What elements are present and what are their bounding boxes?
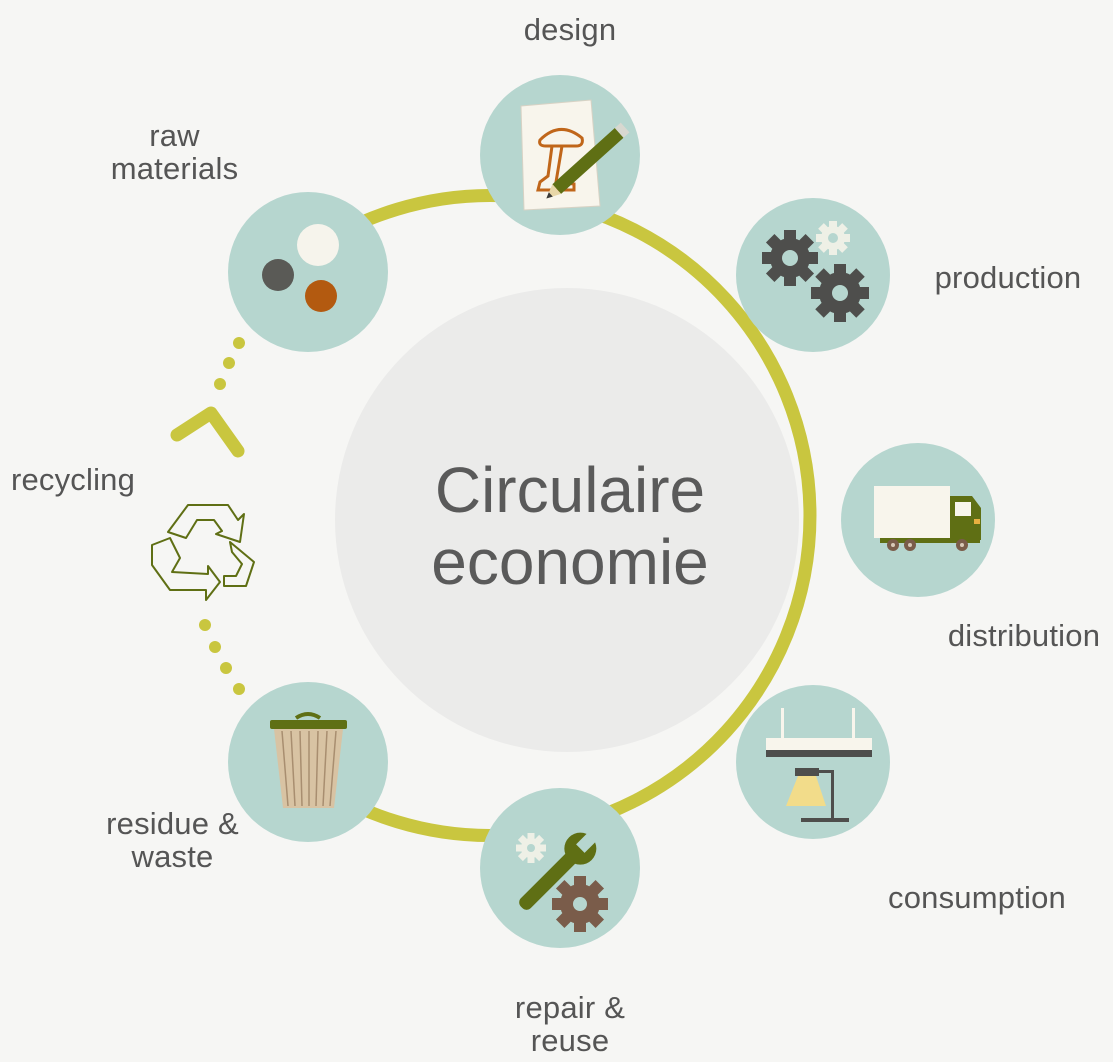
diagram-title: Circulaire economie	[400, 454, 740, 598]
label-recycling: recycling	[10, 462, 136, 497]
label-repair-line2: reuse	[530, 1022, 610, 1058]
node-production	[736, 198, 890, 352]
chevron-up-icon	[170, 406, 245, 458]
label-residue-line1: residue &	[106, 806, 239, 841]
label-residue-line2: waste	[131, 838, 214, 874]
label-residue-waste: residue & waste	[90, 806, 255, 874]
label-production: production	[934, 260, 1082, 295]
label-design: design	[523, 12, 617, 47]
node-consumption	[736, 685, 890, 839]
lamp-icon	[766, 708, 872, 822]
center-circle	[335, 288, 799, 752]
node-raw-materials	[228, 192, 388, 352]
recycling-dotted-path	[199, 337, 245, 695]
material-dots-icon	[262, 224, 339, 312]
label-raw-materials: raw materials	[92, 118, 257, 186]
label-raw-line2: materials	[110, 150, 239, 186]
label-raw-line1: raw	[149, 118, 200, 153]
title-line-2: economie	[431, 525, 709, 598]
wrench-gear-icon	[516, 830, 608, 932]
label-repair-line1: repair &	[514, 990, 626, 1025]
trash-bin-icon	[270, 712, 347, 808]
label-consumption: consumption	[888, 880, 1066, 915]
label-distribution: distribution	[947, 618, 1101, 653]
label-repair-reuse: repair & reuse	[480, 990, 660, 1058]
truck-icon	[874, 486, 981, 551]
design-sketch-icon	[520, 99, 630, 211]
gears-icon	[762, 221, 869, 322]
title-line-1: Circulaire	[434, 454, 706, 526]
recycle-icon	[151, 504, 255, 601]
